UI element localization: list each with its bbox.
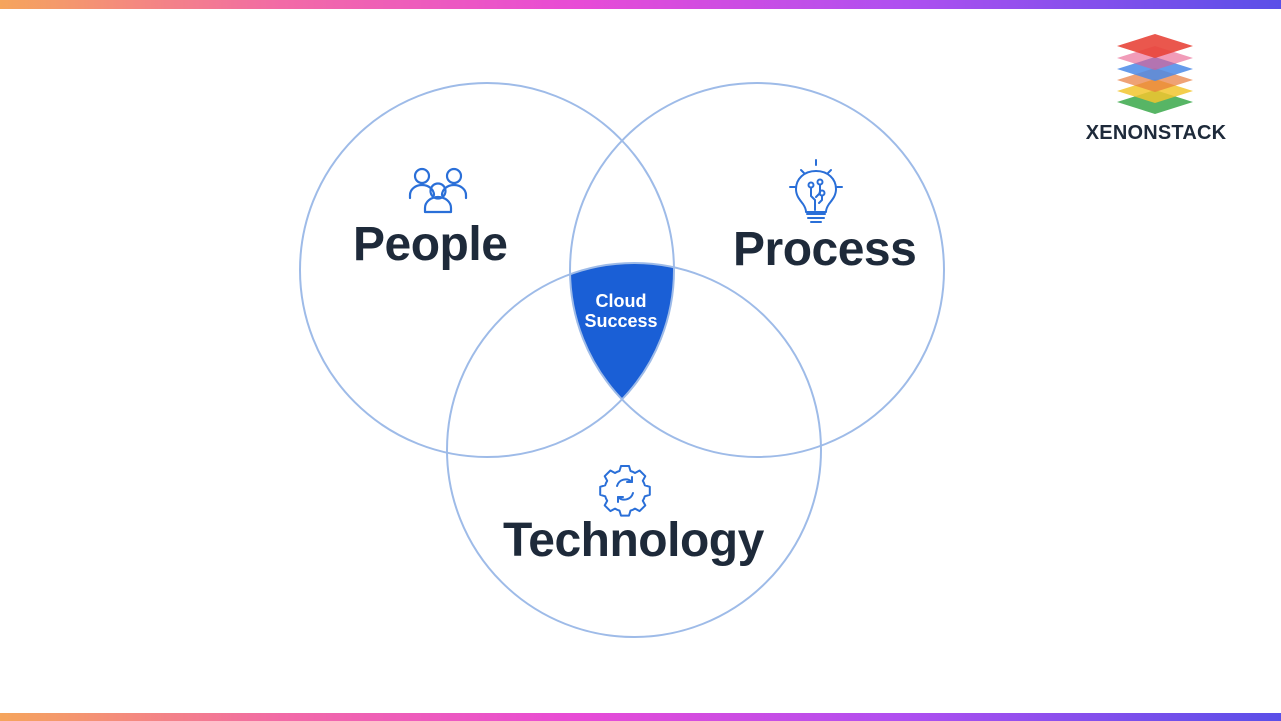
cloud-success-label: Cloud Success xyxy=(566,291,676,331)
process-circle xyxy=(569,82,945,458)
people-icon xyxy=(408,167,468,214)
brand-name: XENONSTACK xyxy=(1085,122,1227,144)
bottom-gradient-bar xyxy=(0,713,1281,721)
cloud-success-line1: Cloud xyxy=(595,291,647,311)
lightbulb-icon xyxy=(789,159,843,223)
technology-label: Technology xyxy=(503,514,764,567)
people-label: People xyxy=(353,218,508,271)
people-circle xyxy=(299,82,675,458)
top-gradient-bar xyxy=(0,0,1281,9)
stacked-layers-logo xyxy=(1117,34,1193,114)
gear-sync-icon xyxy=(599,465,651,517)
process-label: Process xyxy=(733,223,917,276)
technology-circle xyxy=(446,262,822,638)
cloud-success-line2: Success xyxy=(584,311,658,331)
